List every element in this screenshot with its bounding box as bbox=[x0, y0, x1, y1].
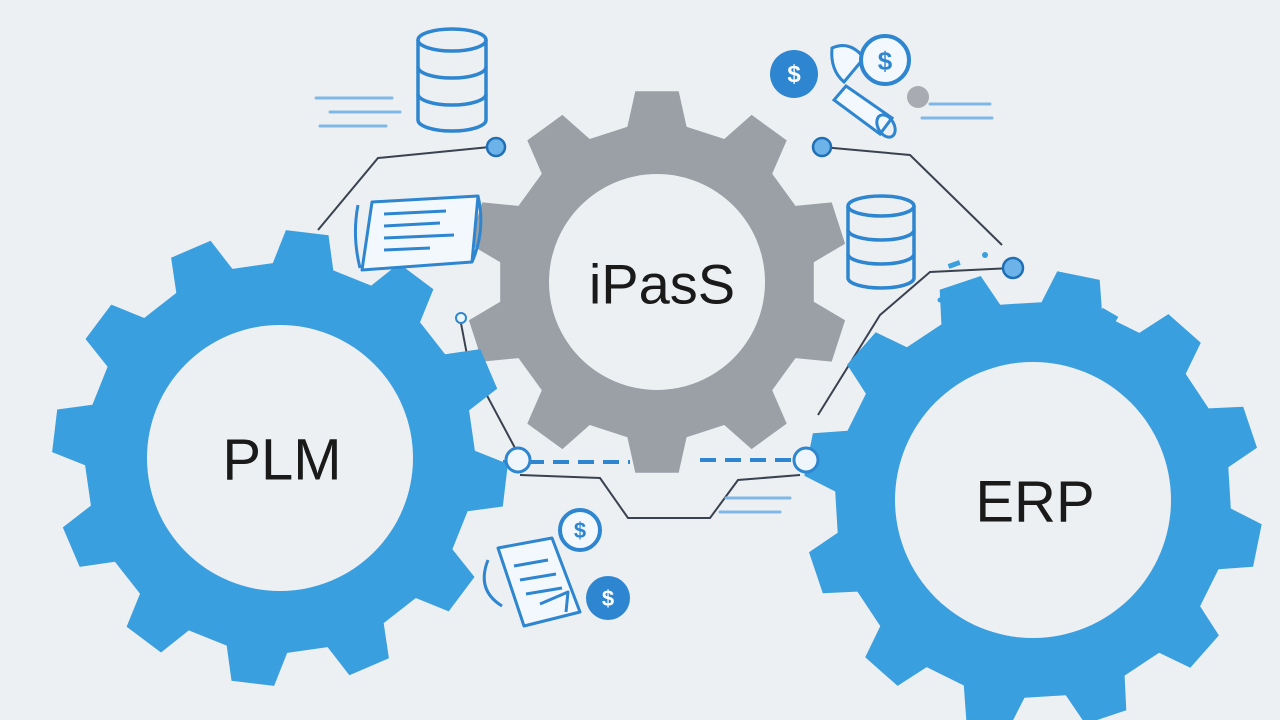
gear-ipaas-hub bbox=[549, 174, 765, 390]
document-scroll-icon-bottom bbox=[482, 536, 582, 628]
coin-bottom-right-icon bbox=[586, 576, 630, 620]
gear-erp-hub bbox=[895, 362, 1171, 638]
connector-nodes bbox=[455, 136, 1025, 474]
document-scroll-icon-top bbox=[353, 194, 483, 272]
gear-plm-hub bbox=[147, 325, 413, 591]
splash-particles bbox=[937, 252, 1119, 323]
connector-ipaas-to-plm bbox=[317, 146, 491, 231]
database-icon-top bbox=[416, 27, 488, 133]
gear-label-ipaas: iPasS bbox=[588, 252, 736, 316]
speed-lines bbox=[314, 96, 994, 514]
coin-top-left-icon bbox=[770, 50, 818, 98]
coin-bottom-top-icon bbox=[558, 508, 602, 552]
coin-symbol-top-right: $ bbox=[877, 46, 893, 76]
node-plm-top bbox=[455, 312, 467, 324]
gray-blur-dot bbox=[907, 86, 929, 108]
coin-top-right-icon bbox=[859, 34, 911, 86]
database-icon-right bbox=[846, 194, 916, 290]
connector-lines bbox=[317, 146, 1013, 519]
gear-label-erp: ERP bbox=[975, 469, 1095, 535]
node-bottom-right bbox=[792, 446, 820, 474]
node-top-left bbox=[485, 136, 507, 158]
node-bottom-left bbox=[504, 446, 532, 474]
node-erp-top bbox=[1001, 256, 1025, 280]
scroll-roll-icon bbox=[830, 44, 897, 139]
node-top-right bbox=[811, 136, 833, 158]
connector-bottom bbox=[519, 474, 801, 519]
coin-symbol-top-left: $ bbox=[787, 61, 801, 88]
coin-symbol-bottom-right: $ bbox=[601, 586, 615, 611]
gear-label-plm: PLM bbox=[222, 427, 342, 493]
connector-ipaas-to-erp bbox=[821, 146, 1003, 246]
coin-symbol-bottom-top: $ bbox=[573, 518, 587, 543]
